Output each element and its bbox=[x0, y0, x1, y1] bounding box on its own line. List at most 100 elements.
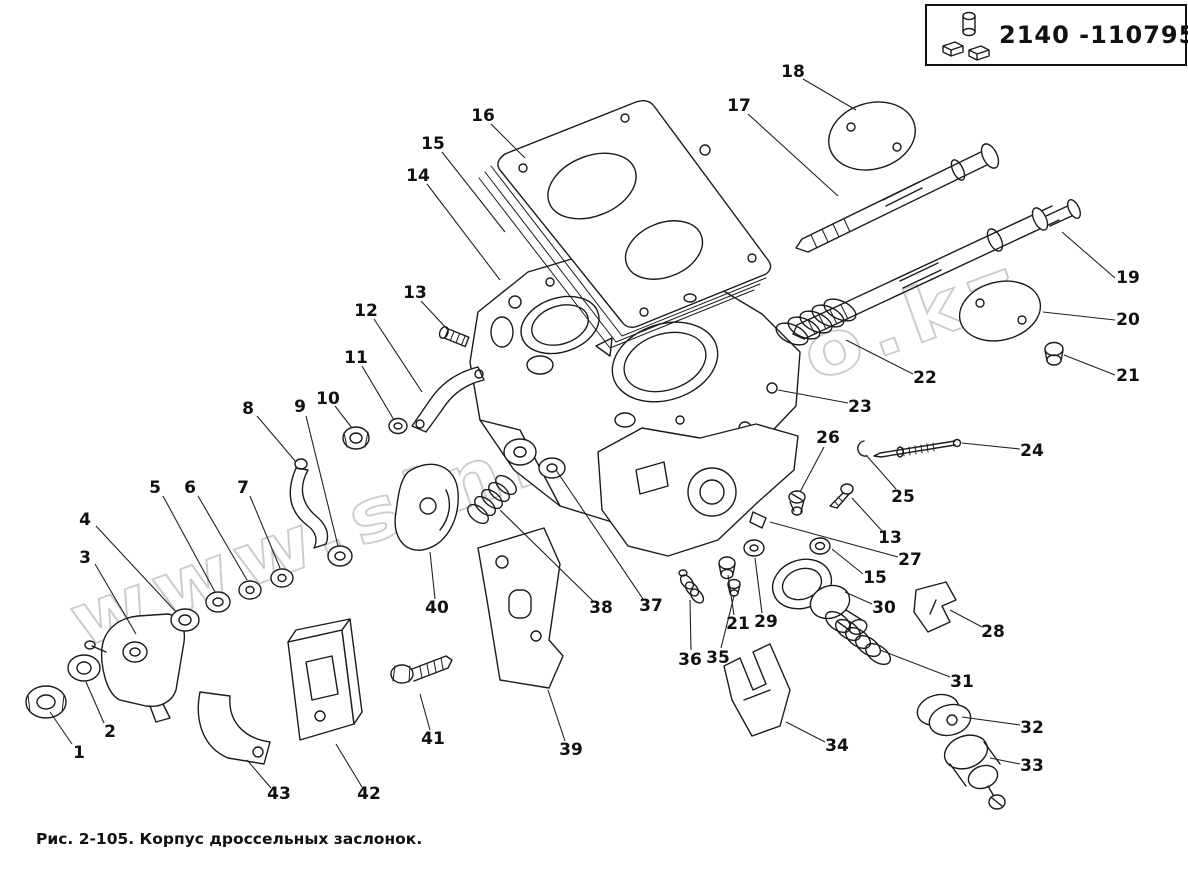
part-shaft-17 bbox=[795, 143, 1000, 253]
part-screw-41 bbox=[390, 655, 453, 684]
callout-number-20: 20 bbox=[1116, 310, 1140, 330]
callout-number-13: 13 bbox=[878, 528, 902, 548]
callout-leader-32 bbox=[961, 716, 1021, 726]
callout-leader-21 bbox=[727, 574, 735, 616]
callout-leader-29 bbox=[754, 557, 763, 614]
callout-number-17: 17 bbox=[727, 96, 751, 116]
callout-leader-37 bbox=[555, 469, 644, 600]
callout-number-15: 15 bbox=[863, 568, 887, 588]
callout-leader-14 bbox=[426, 183, 501, 281]
callout-number-11: 11 bbox=[344, 348, 368, 368]
callout-leader-3 bbox=[94, 563, 137, 635]
box-icon bbox=[968, 45, 990, 61]
part-spring-38 bbox=[467, 474, 517, 525]
callout-leader-4 bbox=[95, 525, 177, 613]
part-screw-26 bbox=[788, 490, 806, 516]
part-gasket bbox=[497, 99, 772, 329]
part-cover-18 bbox=[828, 101, 916, 171]
callout-number-40: 40 bbox=[425, 598, 449, 618]
part-washer-7 bbox=[270, 568, 294, 588]
part-needle-24 bbox=[873, 438, 962, 458]
callout-number-15: 15 bbox=[421, 134, 445, 154]
part-bushing-5 bbox=[205, 591, 231, 613]
callout-number-26: 26 bbox=[816, 428, 840, 448]
part-nut-15b bbox=[809, 537, 831, 555]
part-lever-3 bbox=[84, 613, 186, 723]
callout-number-22: 22 bbox=[913, 368, 937, 388]
callout-number-14: 14 bbox=[406, 166, 430, 186]
callout-number-18: 18 bbox=[781, 62, 805, 82]
part-nut-10 bbox=[342, 426, 370, 450]
callout-leader-26 bbox=[799, 446, 825, 493]
callout-leader-6 bbox=[197, 495, 248, 581]
part-spring-22 bbox=[775, 298, 857, 346]
callout-leader-2 bbox=[85, 681, 105, 724]
part-icons bbox=[942, 11, 990, 61]
callout-number-12: 12 bbox=[354, 301, 378, 321]
callout-number-34: 34 bbox=[825, 736, 849, 756]
callout-leader-12 bbox=[373, 318, 423, 393]
callout-number-2: 2 bbox=[104, 722, 116, 742]
callout-leader-31 bbox=[879, 649, 951, 678]
callout-leader-16 bbox=[490, 123, 526, 159]
callout-number-16: 16 bbox=[471, 106, 495, 126]
callout-leader-36 bbox=[689, 599, 692, 651]
callout-number-10: 10 bbox=[316, 389, 340, 409]
part-pin-27 bbox=[749, 511, 767, 529]
callout-number-29: 29 bbox=[754, 612, 778, 632]
callout-number-32: 32 bbox=[1020, 718, 1044, 738]
diagram-art bbox=[25, 99, 1081, 810]
cylinder-icon bbox=[962, 11, 976, 37]
callout-number-4: 4 bbox=[79, 510, 91, 530]
callout-leader-8 bbox=[256, 415, 297, 463]
part-plug-21-right bbox=[1044, 341, 1064, 366]
part-lower-body bbox=[597, 423, 799, 557]
callout-number-41: 41 bbox=[421, 729, 445, 749]
part-cover-20 bbox=[958, 280, 1042, 342]
callout-number-25: 25 bbox=[891, 487, 915, 507]
callout-number-38: 38 bbox=[589, 598, 613, 618]
callout-number-31: 31 bbox=[950, 672, 974, 692]
callout-leader-28 bbox=[949, 609, 983, 628]
part-diaphragm-32 bbox=[916, 693, 972, 737]
part-screw-13-top bbox=[438, 326, 470, 348]
callout-number-23: 23 bbox=[848, 397, 872, 417]
part-bracket-39 bbox=[477, 527, 564, 689]
part-shaft-19 bbox=[792, 199, 1081, 340]
callout-number-24: 24 bbox=[1020, 441, 1044, 461]
callout-leader-1 bbox=[49, 711, 73, 745]
callout-leader-20 bbox=[1042, 311, 1116, 321]
callout-leader-40 bbox=[429, 551, 436, 600]
figure-caption: Рис. 2-105. Корпус дроссельных заслонок. bbox=[36, 830, 423, 848]
part-bracket-28 bbox=[913, 581, 957, 633]
callout-leader-10 bbox=[334, 405, 353, 429]
callout-leader-39 bbox=[547, 689, 566, 742]
callout-number-5: 5 bbox=[149, 478, 161, 498]
part-washer-2 bbox=[67, 654, 101, 682]
callout-leader-18 bbox=[802, 78, 857, 111]
callout-leader-42 bbox=[335, 743, 363, 788]
callout-leader-21 bbox=[1063, 354, 1116, 376]
callout-number-33: 33 bbox=[1020, 756, 1044, 776]
callout-number-39: 39 bbox=[559, 740, 583, 760]
part-washer-4 bbox=[170, 608, 200, 632]
callout-number-13: 13 bbox=[403, 283, 427, 303]
callout-number-27: 27 bbox=[898, 550, 922, 570]
callout-number-19: 19 bbox=[1116, 268, 1140, 288]
part-cam-40 bbox=[394, 463, 459, 551]
callout-number-35: 35 bbox=[706, 648, 730, 668]
callout-number-8: 8 bbox=[242, 399, 254, 419]
callout-number-37: 37 bbox=[639, 596, 663, 616]
callout-leader-15 bbox=[831, 548, 864, 575]
callout-leader-17 bbox=[747, 113, 839, 197]
callout-leader-22 bbox=[845, 339, 914, 375]
callout-leader-30 bbox=[844, 591, 873, 605]
callout-leader-27 bbox=[769, 521, 899, 558]
callout-number-6: 6 bbox=[184, 478, 196, 498]
callout-number-42: 42 bbox=[357, 784, 381, 804]
part-cap-33 bbox=[943, 734, 1006, 810]
callout-number-7: 7 bbox=[237, 478, 249, 498]
part-spring-36 bbox=[678, 569, 705, 604]
